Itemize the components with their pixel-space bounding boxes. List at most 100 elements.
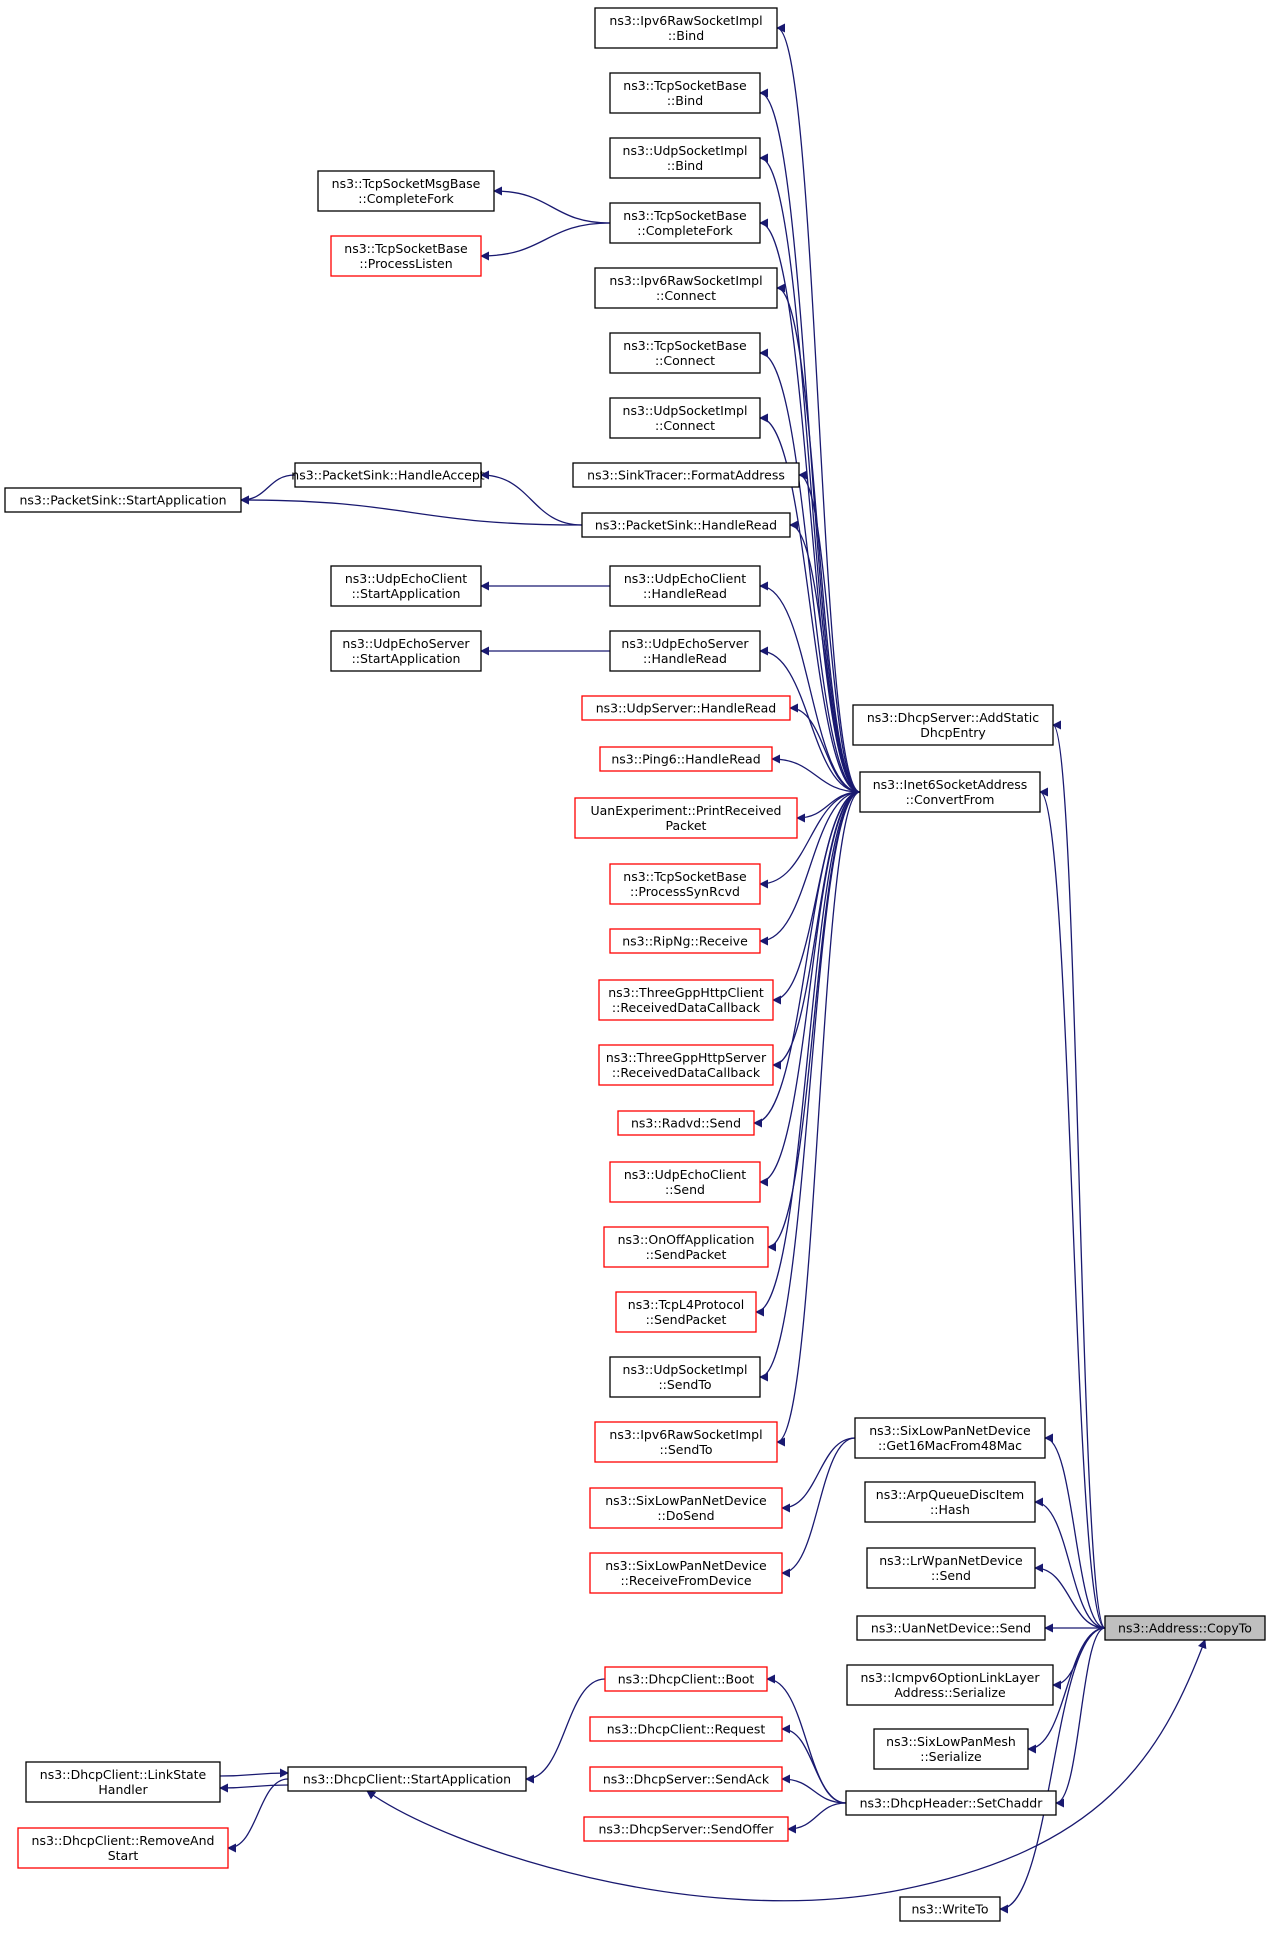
node-box[interactable] (594, 1421, 778, 1463)
node-box[interactable] (609, 630, 761, 672)
node-box[interactable] (25, 1761, 221, 1803)
node-box[interactable] (598, 1044, 774, 1086)
node-tcpcompfork[interactable]: ns3::TcpSocketBase::CompleteFork (609, 202, 761, 244)
node-box[interactable] (330, 630, 482, 672)
node-box[interactable] (609, 1161, 761, 1203)
node-box[interactable] (859, 771, 1041, 813)
node-psstart[interactable]: ns3::PacketSink::StartApplication (4, 487, 242, 513)
node-icmpv6ser[interactable]: ns3::Icmpv6OptionLinkLayerAddress::Seria… (846, 1664, 1054, 1706)
node-udpsendto[interactable]: ns3::UdpSocketImpl::SendTo (609, 1356, 761, 1398)
node-dhcpreq[interactable]: ns3::DhcpClient::Request (589, 1716, 783, 1742)
node-ping6read[interactable]: ns3::Ping6::HandleRead (599, 746, 773, 772)
node-uansend[interactable]: ns3::UanNetDevice::Send (856, 1615, 1046, 1641)
node-msgcompfork[interactable]: ns3::TcpSocketMsgBase::CompleteFork (317, 170, 495, 212)
node-box[interactable] (589, 1766, 783, 1792)
node-box[interactable] (330, 235, 482, 277)
node-dhcpstart[interactable]: ns3::DhcpClient::StartApplication (287, 1766, 527, 1792)
node-box[interactable] (572, 462, 800, 488)
node-box[interactable] (609, 72, 761, 114)
node-box[interactable] (294, 462, 482, 488)
node-httpclient[interactable]: ns3::ThreeGppHttpClient::ReceivedDataCal… (598, 979, 774, 1021)
node-box[interactable] (603, 1226, 769, 1268)
node-meshser[interactable]: ns3::SixLowPanMesh::Serialize (873, 1728, 1029, 1770)
node-setchaddr[interactable]: ns3::DhcpHeader::SetChaddr (845, 1790, 1057, 1816)
node-box[interactable] (864, 1481, 1036, 1523)
node-box[interactable] (574, 797, 798, 839)
node-sinkfmt[interactable]: ns3::SinkTracer::FormatAddress (572, 462, 800, 488)
node-box[interactable] (609, 202, 761, 244)
node-arphash[interactable]: ns3::ArpQueueDiscItem::Hash (864, 1481, 1036, 1523)
node-ueclstart[interactable]: ns3::UdpEchoClient::StartApplication (330, 565, 482, 607)
node-box[interactable] (604, 1666, 768, 1692)
node-box[interactable] (873, 1728, 1029, 1770)
node-box[interactable] (617, 1110, 755, 1136)
node-box[interactable] (583, 1816, 789, 1842)
node-box[interactable] (589, 1716, 783, 1742)
node-ip6connect[interactable]: ns3::Ipv6RawSocketImpl::Connect (594, 267, 778, 309)
node-lrwpansend[interactable]: ns3::LrWpanNetDevice::Send (866, 1547, 1036, 1589)
node-convertfrom[interactable]: ns3::Inet6SocketAddress::ConvertFrom (859, 771, 1041, 813)
node-box[interactable] (609, 928, 761, 954)
node-box[interactable] (330, 565, 482, 607)
node-box[interactable] (17, 1827, 229, 1869)
node-psread[interactable]: ns3::PacketSink::HandleRead (581, 512, 791, 538)
node-box[interactable] (856, 1615, 1046, 1641)
node-udpsvread[interactable]: ns3::UdpServer::HandleRead (581, 695, 791, 721)
node-tcpbind[interactable]: ns3::TcpSocketBase::Bind (609, 72, 761, 114)
node-uesvstart[interactable]: ns3::UdpEchoServer::StartApplication (330, 630, 482, 672)
node-box[interactable] (581, 695, 791, 721)
node-psaccept[interactable]: ns3::PacketSink::HandleAccept (291, 462, 485, 488)
node-box[interactable] (852, 704, 1054, 746)
node-box[interactable] (609, 863, 761, 905)
node-box[interactable] (581, 512, 791, 538)
node-ueclread[interactable]: ns3::UdpEchoClient::HandleRead (609, 565, 761, 607)
node-box[interactable] (846, 1664, 1054, 1706)
node-dhcpack[interactable]: ns3::DhcpServer::SendAck (589, 1766, 783, 1792)
node-box[interactable] (866, 1547, 1036, 1589)
node-box[interactable] (609, 397, 761, 439)
node-box[interactable] (845, 1790, 1057, 1816)
node-ueclsend[interactable]: ns3::UdpEchoClient::Send (609, 1161, 761, 1203)
node-sixdosend[interactable]: ns3::SixLowPanNetDevice::DoSend (589, 1487, 783, 1529)
node-dhcpoffer[interactable]: ns3::DhcpServer::SendOffer (583, 1816, 789, 1842)
node-box[interactable] (317, 170, 495, 212)
node-box[interactable] (609, 137, 761, 179)
node-httpserver[interactable]: ns3::ThreeGppHttpServer::ReceivedDataCal… (598, 1044, 774, 1086)
node-ip6sendto[interactable]: ns3::Ipv6RawSocketImpl::SendTo (594, 1421, 778, 1463)
node-box[interactable] (1104, 1615, 1266, 1641)
node-sixrecv[interactable]: ns3::SixLowPanNetDevice::ReceiveFromDevi… (589, 1552, 783, 1594)
node-ip6bind[interactable]: ns3::Ipv6RawSocketImpl::Bind (594, 7, 778, 49)
node-get16mac[interactable]: ns3::SixLowPanNetDevice::Get16MacFrom48M… (854, 1417, 1046, 1459)
node-box[interactable] (598, 979, 774, 1021)
node-box[interactable] (899, 1896, 1001, 1922)
node-radvd[interactable]: ns3::Radvd::Send (617, 1110, 755, 1136)
node-box[interactable] (594, 7, 778, 49)
node-ripng[interactable]: ns3::RipNg::Receive (609, 928, 761, 954)
node-writeto[interactable]: ns3::WriteTo (899, 1896, 1001, 1922)
node-tcpl4[interactable]: ns3::TcpL4Protocol::SendPacket (615, 1291, 757, 1333)
node-udpconnect[interactable]: ns3::UdpSocketImpl::Connect (609, 397, 761, 439)
node-box[interactable] (589, 1552, 783, 1594)
node-box[interactable] (589, 1487, 783, 1529)
node-box[interactable] (609, 565, 761, 607)
node-onoff[interactable]: ns3::OnOffApplication::SendPacket (603, 1226, 769, 1268)
node-box[interactable] (4, 487, 242, 513)
node-box[interactable] (287, 1766, 527, 1792)
node-target[interactable]: ns3::Address::CopyTo (1104, 1615, 1266, 1641)
node-udpbind[interactable]: ns3::UdpSocketImpl::Bind (609, 137, 761, 179)
node-tcpconnect[interactable]: ns3::TcpSocketBase::Connect (609, 332, 761, 374)
node-proclisten[interactable]: ns3::TcpSocketBase::ProcessListen (330, 235, 482, 277)
node-dhcpboot[interactable]: ns3::DhcpClient::Boot (604, 1666, 768, 1692)
node-uesvread[interactable]: ns3::UdpEchoServer::HandleRead (609, 630, 761, 672)
node-box[interactable] (854, 1417, 1046, 1459)
node-box[interactable] (594, 267, 778, 309)
node-synrcvd[interactable]: ns3::TcpSocketBase::ProcessSynRcvd (609, 863, 761, 905)
node-box[interactable] (599, 746, 773, 772)
node-box[interactable] (615, 1291, 757, 1333)
node-box[interactable] (609, 332, 761, 374)
node-box[interactable] (609, 1356, 761, 1398)
